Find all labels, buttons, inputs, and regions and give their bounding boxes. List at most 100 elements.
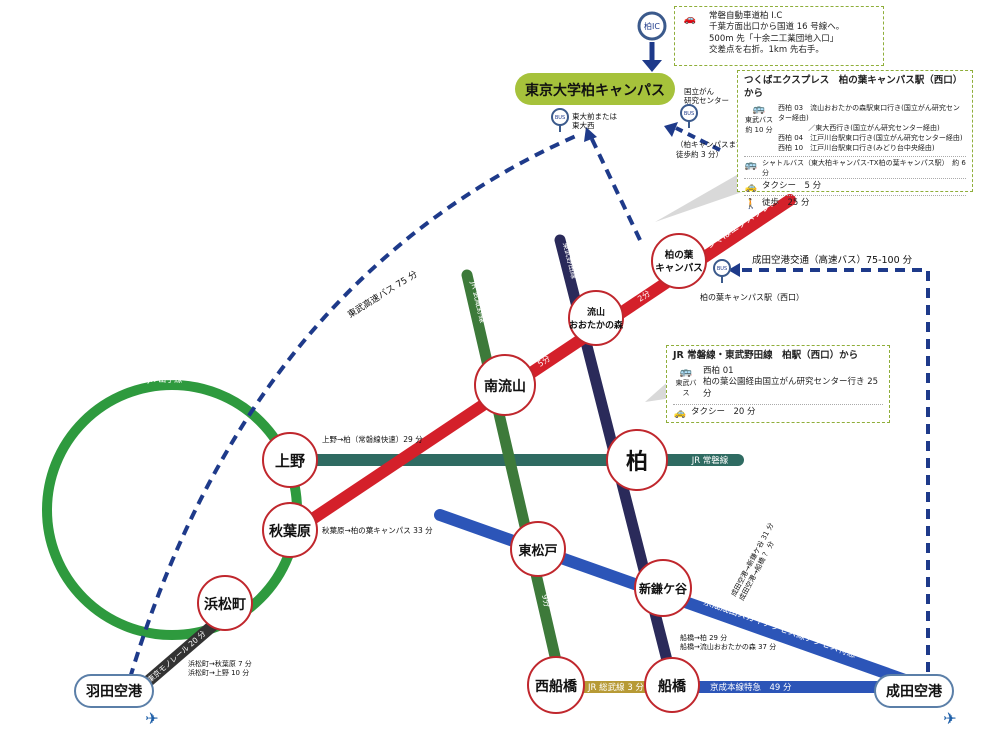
- jr-taxi: タクシー 20 分: [691, 407, 756, 418]
- walk-icon: 🚶: [744, 198, 758, 210]
- svg-text:秋葉原: 秋葉原: [269, 523, 311, 540]
- bus-stop-todai: BUS: [551, 108, 569, 132]
- jr-callout-pointer: [645, 378, 672, 402]
- ic-arrow: [642, 60, 662, 72]
- sobu-line-label: JR 総武線 3 分: [587, 682, 644, 693]
- taxi-icon: 🚕: [744, 182, 758, 194]
- svg-text:柏の葉キャンパス: 柏の葉キャンパス: [655, 249, 703, 274]
- station-minami-nagareyama[interactable]: 南流山: [474, 354, 536, 416]
- gan-center-label: 国立がん研究センター: [684, 86, 729, 105]
- svg-text:流山おおたかの森: 流山おおたかの森: [569, 306, 624, 331]
- tsukuba-express-line: [290, 194, 796, 536]
- bus-stop-gan-center: BUS: [680, 104, 698, 128]
- narita-bus-arrow: [728, 263, 740, 277]
- svg-text:船橋: 船橋: [658, 678, 687, 695]
- svg-text:BUS: BUS: [717, 266, 727, 272]
- station-higashi-matsudo[interactable]: 東松戸: [510, 521, 566, 577]
- ic-badge: [637, 11, 667, 41]
- station-akihabara[interactable]: 秋葉原: [262, 502, 318, 558]
- narita-plane-icon: ✈: [943, 709, 956, 728]
- tobu-noda-time-1: 5分: [606, 374, 618, 389]
- skyaccess-times-label: 成田空港→新鎌ケ谷 31 分成田空港→船橋 ？ 分: [729, 521, 783, 602]
- station-shin-kamagaya[interactable]: 新鎌ケ谷: [634, 559, 692, 617]
- svg-text:上野: 上野: [275, 452, 305, 470]
- bus-icon: 🚌: [752, 103, 766, 115]
- tobu-noda-time-2: 17分: [644, 518, 657, 538]
- yamanote-line-label: JR 山手線: [147, 374, 182, 384]
- kashiwanoha-to-campus-route: [588, 134, 642, 241]
- car-icon: 🚗: [683, 14, 697, 25]
- car-info-box: 🚗 常磐自動車道柏 I.C 千葉方面出口から国道 16 号線へ。 500m 先「…: [674, 6, 884, 66]
- tx-route-2: 西柏 04 江戸川台駅東口行き(国立がん研究センター経由): [778, 134, 963, 143]
- svg-text:東松戸: 東松戸: [518, 543, 557, 559]
- ic-badge-label: 柏IC: [644, 21, 660, 31]
- jr-bus-icon: 🚌: [679, 366, 693, 378]
- monorail-line: [134, 610, 229, 695]
- kashiwanoha-west-label: 柏の葉キャンパス駅（西口）: [700, 292, 804, 302]
- svg-text:BUS: BUS: [555, 115, 565, 121]
- destination-label: 東京大学柏キャンパス: [525, 82, 665, 99]
- narita-bus-label: 成田空港交通（高速バス）75-100 分: [752, 254, 913, 266]
- station-kashiwa[interactable]: 柏: [606, 429, 668, 491]
- akihabara-kashiwanoha-label: 秋葉原→柏の葉キャンパス 33 分: [322, 525, 433, 535]
- todai-line-1: 東大前または: [572, 111, 617, 121]
- jr-info-title: JR 常磐線・東武野田線 柏駅（西口）から: [673, 350, 859, 361]
- svg-text:柏: 柏: [626, 449, 648, 475]
- station-funabashi[interactable]: 船橋: [644, 657, 700, 713]
- toubu-bus-label: 東武高速バス 75 分: [345, 268, 419, 321]
- walk-note-label: （柏キャンパスまで徒歩約 3 分）: [676, 139, 744, 159]
- svg-text:BUS: BUS: [684, 111, 694, 117]
- svg-text:成田空港: 成田空港: [886, 683, 943, 700]
- car-info-line-3: 500m 先「十余二工業団地入口」: [709, 33, 839, 44]
- station-hamamatsucho[interactable]: 浜松町: [197, 575, 253, 631]
- tx-route-1b: ／東大西行き(国立がん研究センター経由): [778, 123, 940, 132]
- haneda-bus-route: [128, 133, 579, 679]
- yamanote-line: [42, 380, 302, 640]
- car-info-line-1: 常磐自動車道柏 I.C: [709, 11, 783, 21]
- station-ueno[interactable]: 上野: [262, 432, 318, 488]
- jr-route-2: 柏の葉公園経由国立がん研究センター行き 25 分: [703, 377, 879, 399]
- shuttle-bus-icon: 🚌: [744, 160, 758, 172]
- station-nishi-funabashi[interactable]: 西船橋: [527, 656, 585, 714]
- station-nagareyama-otakanomori[interactable]: 流山おおたかの森: [568, 290, 624, 346]
- destination-badge: [515, 73, 675, 105]
- airport-narita[interactable]: 成田空港 ✈: [874, 674, 957, 728]
- tx-shuttle: シャトルバス（東大柏キャンパス-TX柏の葉キャンパス駅） 約 6 分: [762, 159, 966, 177]
- jr-taxi-icon: 🚕: [673, 408, 687, 420]
- car-info-line-2: 千葉方面出口から国道 16 号線へ。: [709, 22, 845, 33]
- musashino-time-2: 9分: [540, 593, 552, 608]
- svg-text:羽田空港: 羽田空港: [86, 683, 143, 700]
- musashino-line: [461, 269, 566, 684]
- jr-bus-label: 東武バス: [675, 379, 697, 397]
- musashino-time-1: 9分: [518, 473, 530, 488]
- todai-bus-stop-label: 東大前または 東大西: [572, 111, 619, 130]
- todai-line-2: 東大西: [572, 120, 595, 130]
- bus-stop-kashiwanoha: BUS: [713, 259, 731, 283]
- tx-bus-label: 東武バス約 10 分: [745, 116, 773, 134]
- tx-route-3: 西柏 10 江戸川台駅東口行き(みどり台中央経由): [778, 144, 935, 153]
- hamamatsucho-times-label: 浜松町→秋葉原 7 分浜松町→上野 10 分: [188, 659, 252, 677]
- jr-info-box: JR 常磐線・東武野田線 柏駅（西口）から 🚌 東武バス 西柏 01 柏の葉公園…: [666, 345, 890, 423]
- svg-text:西船橋: 西船橋: [535, 678, 578, 695]
- airport-haneda[interactable]: 羽田空港 ✈: [74, 674, 159, 728]
- svg-text:南流山: 南流山: [484, 378, 526, 395]
- haneda-plane-icon: ✈: [145, 709, 158, 728]
- tx-walk: 徒歩 25 分: [762, 197, 810, 208]
- campus-arrow-left: [584, 127, 597, 142]
- tx-info-title: つくばエクスプレス 柏の葉キャンパス駅（西口）から: [744, 75, 963, 99]
- station-kashiwanoha-campus[interactable]: 柏の葉キャンパス: [651, 233, 707, 289]
- ueno-kashiwa-label: 上野→柏（常磐線快速）29 分: [322, 434, 423, 444]
- joban-line-label: JR 常磐線: [691, 455, 729, 466]
- tx-taxi: タクシー 5 分: [762, 181, 822, 192]
- gan-center-arrow: [664, 122, 678, 137]
- jr-route-1: 西柏 01: [703, 365, 734, 376]
- keisei-main-line-label: 京成本線特急 49 分: [710, 682, 792, 693]
- tx-callout-pointer: [655, 172, 742, 222]
- svg-text:新鎌ケ谷: 新鎌ケ谷: [639, 581, 688, 596]
- tx-route-1: 西柏 03 流山おおたかの森駅東口行き(国立がん研究センター経由): [778, 103, 960, 122]
- funabashi-times-label: 船橋→柏 29 分船橋→流山おおたかの森 37 分: [680, 633, 776, 651]
- car-info-line-4: 交差点を右折。1km 先右手。: [709, 45, 824, 56]
- narita-bus-route: [738, 268, 930, 672]
- svg-text:浜松町: 浜松町: [204, 596, 246, 613]
